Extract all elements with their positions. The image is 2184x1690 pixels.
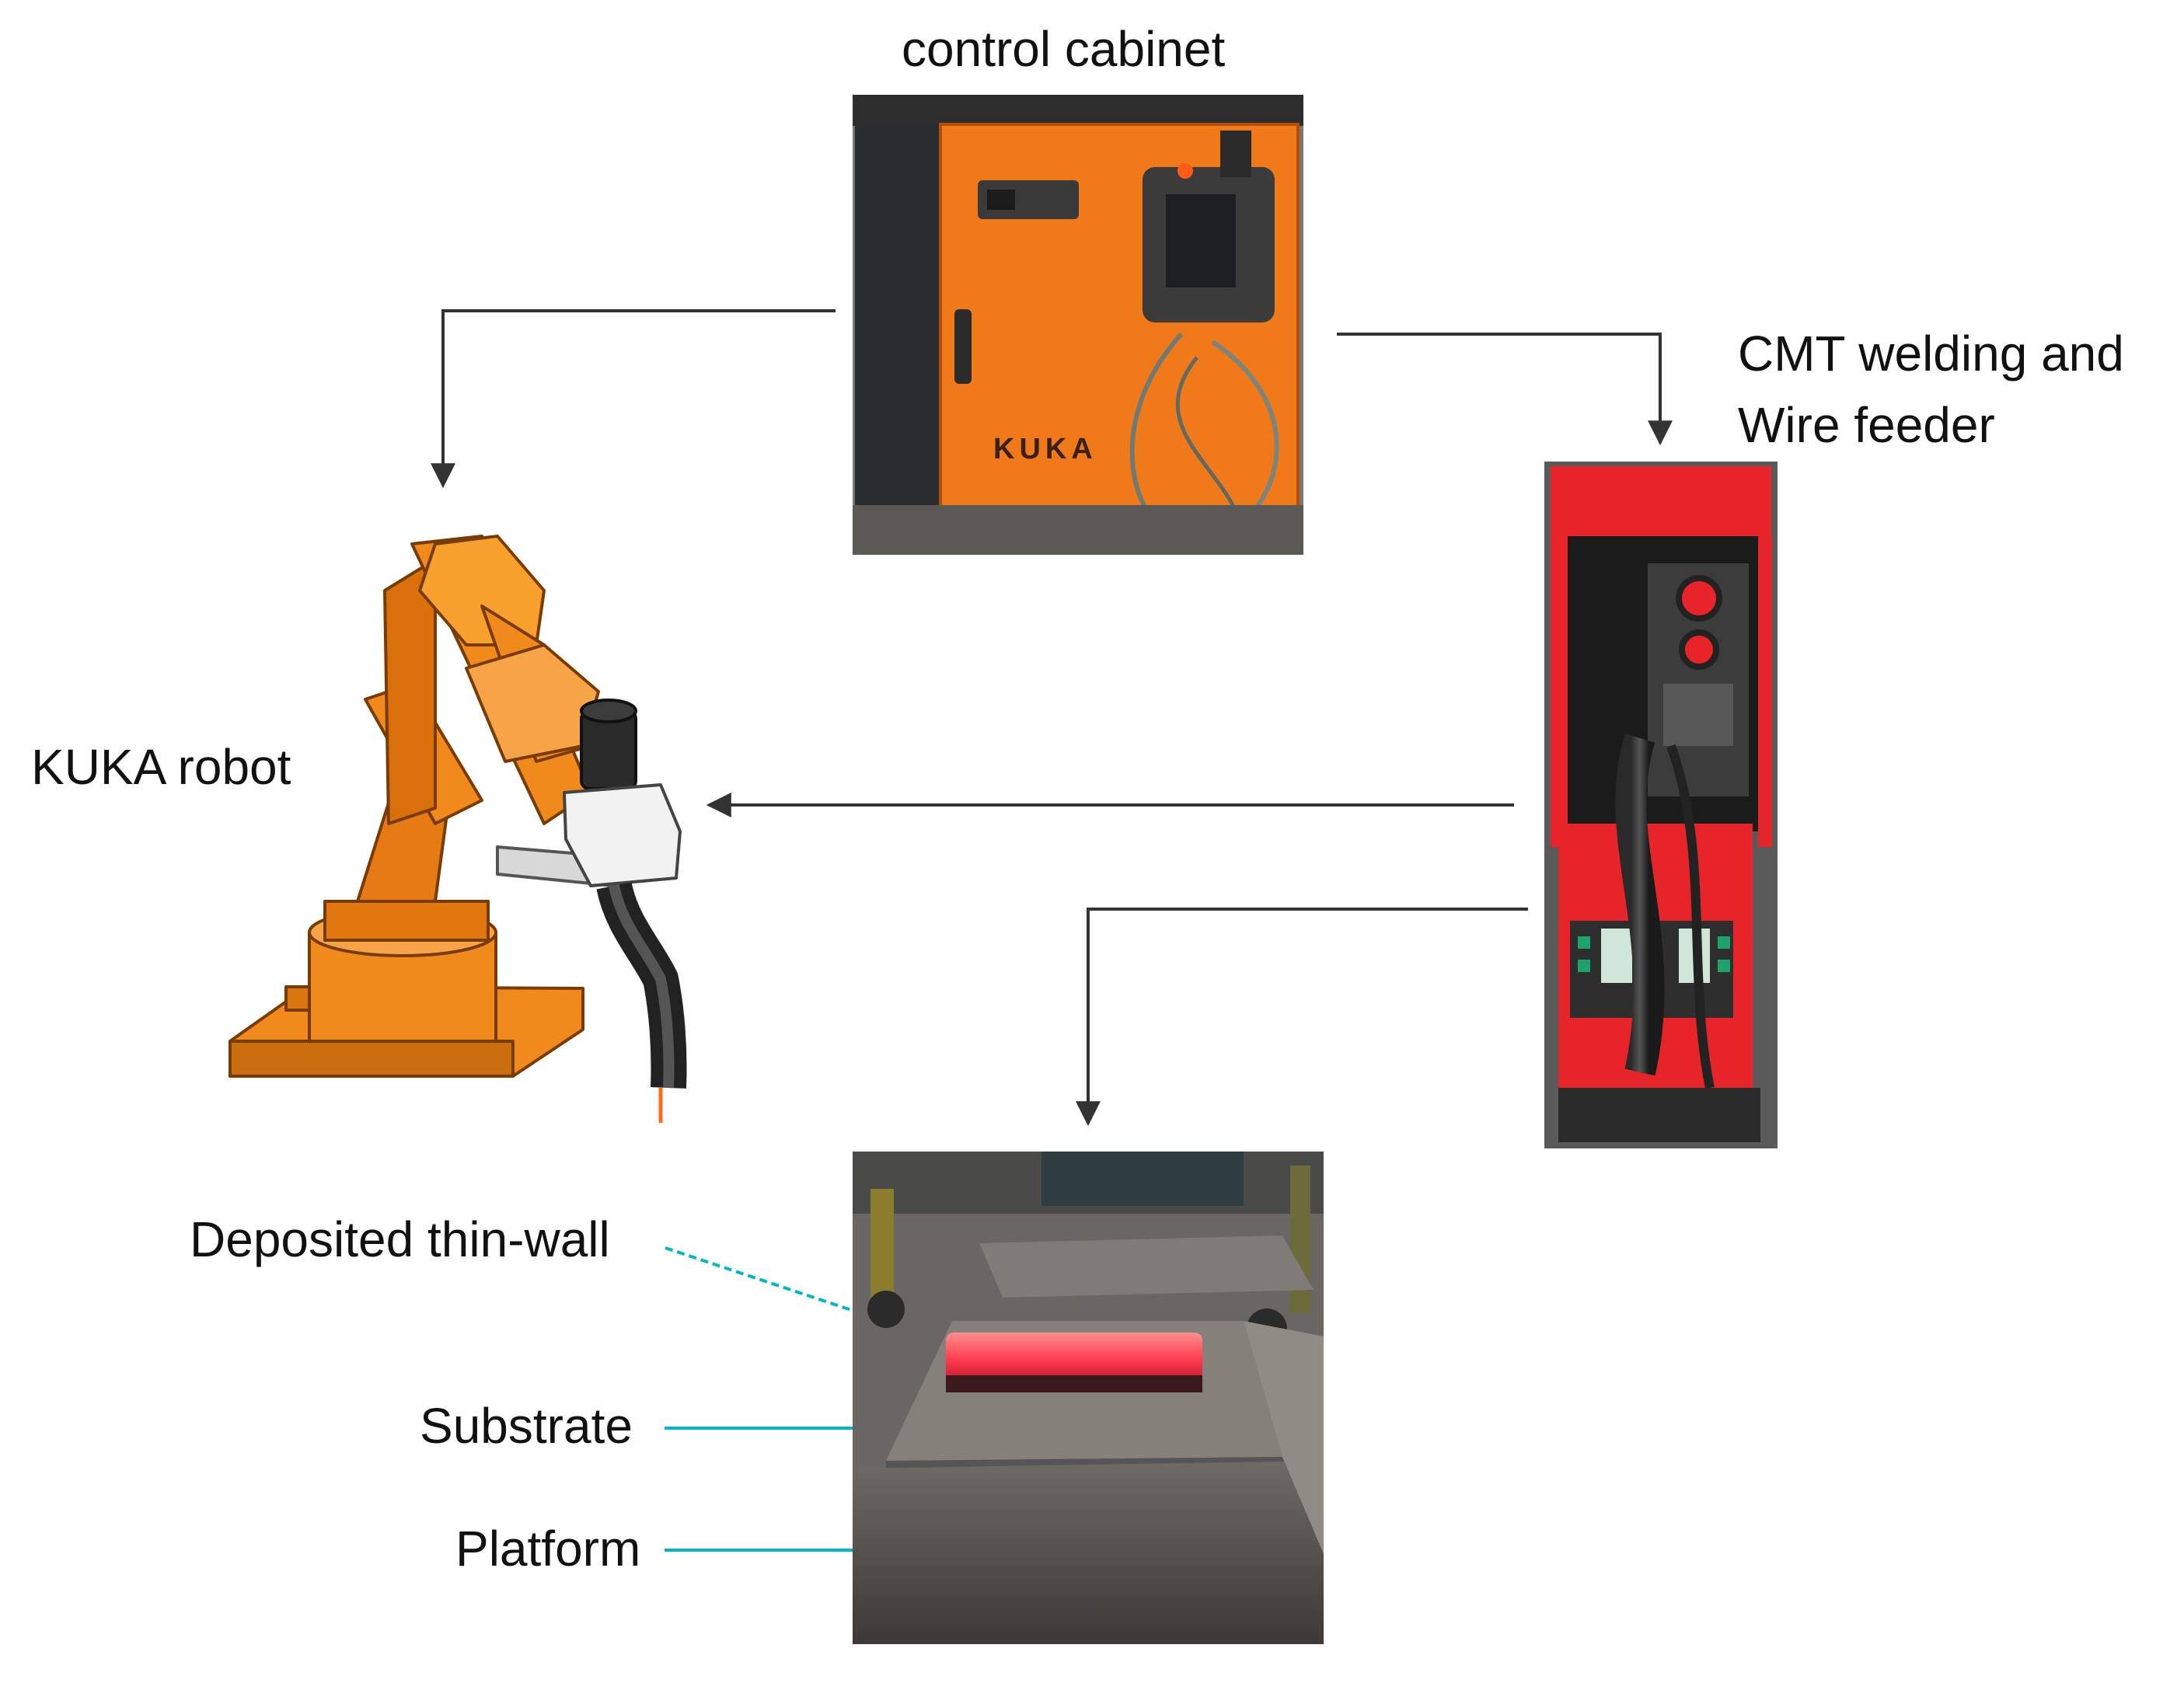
kuka-robot-image — [229, 535, 687, 1123]
control-cabinet-image: KUKA — [853, 95, 1303, 555]
deposited-thin-wall-label: Deposited thin-wall — [190, 1211, 610, 1267]
deposited-thin-wall-image — [853, 1152, 1324, 1644]
cmt-welding-label-line2: Wire feeder — [1738, 397, 1995, 453]
substrate-label: Substrate — [420, 1398, 633, 1454]
arrow-cabinet-to-welder — [1337, 333, 1673, 446]
arrow-cabinet-to-robot — [431, 309, 836, 489]
cabinet-brand-text: KUKA — [993, 433, 1097, 465]
cmt-welder-image — [1544, 462, 1778, 1148]
control-cabinet-label: control cabinet — [902, 21, 1226, 77]
platform-label: Platform — [455, 1521, 641, 1577]
arrow-welder-to-platform — [1076, 908, 1528, 1127]
kuka-robot-label: KUKA robot — [31, 739, 291, 795]
cmt-welding-label-line1: CMT welding and — [1738, 326, 2124, 382]
